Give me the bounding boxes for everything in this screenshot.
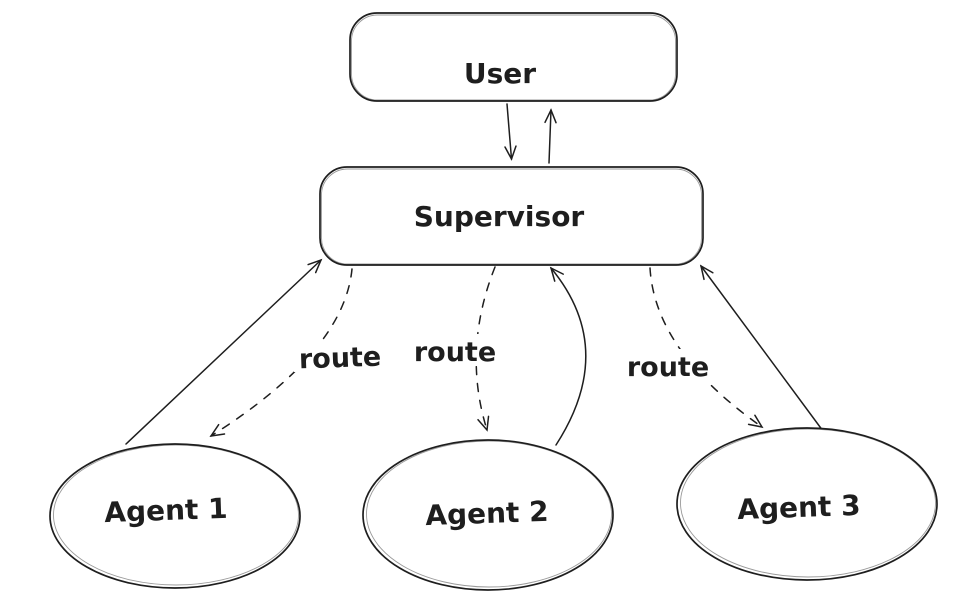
- route3-edge-label: route: [627, 352, 709, 383]
- edge-labels-layer: route route route: [294, 334, 714, 383]
- edge-agent2-to-supervisor: [549, 266, 587, 446]
- agent2-node: Agent 2: [362, 439, 614, 591]
- route3-label-mask: [622, 349, 714, 381]
- route1-edge-label: route: [298, 342, 381, 376]
- user-node: User: [349, 12, 678, 102]
- edge-agent3-to-supervisor: [699, 264, 824, 432]
- edge-supervisor-to-agent3: [649, 267, 764, 429]
- route1-label-mask: [294, 340, 386, 372]
- agent1-node: Agent 1: [49, 443, 301, 589]
- edges-layer: [125, 103, 824, 446]
- route2-edge-label: route: [414, 337, 496, 368]
- agent3-node: Agent 3: [676, 427, 938, 581]
- route2-label-mask: [409, 334, 501, 366]
- agent2-node-label: Agent 2: [425, 495, 549, 532]
- user-node-label: User: [464, 57, 536, 90]
- supervisor-node: Supervisor: [319, 166, 704, 266]
- supervisor-node-label: Supervisor: [414, 200, 585, 233]
- edge-agent1-to-supervisor: [125, 258, 323, 445]
- agent3-node-label: Agent 3: [737, 489, 861, 526]
- edge-supervisor-to-user: [544, 108, 557, 164]
- edge-user-to-supervisor: [504, 103, 517, 161]
- agent1-node-label: Agent 1: [104, 492, 228, 529]
